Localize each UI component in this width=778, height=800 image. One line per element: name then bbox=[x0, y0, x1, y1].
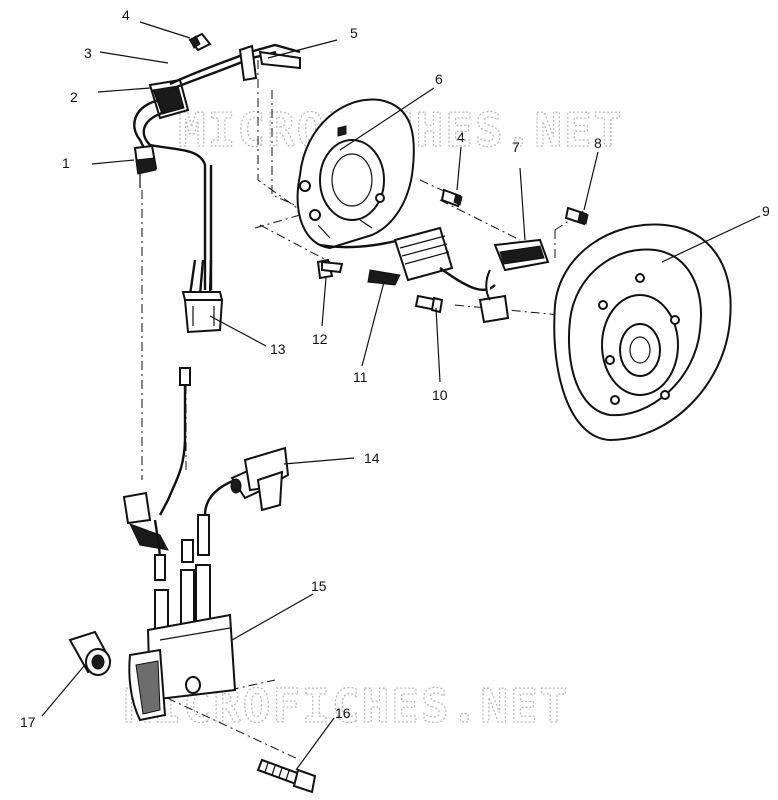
cdi-wiring bbox=[122, 367, 236, 646]
wire-harness-bracket bbox=[148, 32, 301, 120]
cdi-module bbox=[128, 613, 237, 722]
callout-5: 5 bbox=[350, 25, 358, 41]
callout-10: 10 bbox=[432, 387, 448, 403]
callout-16: 16 bbox=[335, 705, 351, 721]
stator-plate bbox=[296, 98, 415, 250]
screw-8 bbox=[564, 206, 589, 226]
callout-4-top: 4 bbox=[122, 7, 130, 23]
flywheel bbox=[553, 223, 732, 442]
callout-17: 17 bbox=[20, 714, 36, 730]
screw-4 bbox=[440, 188, 463, 208]
charging-coil bbox=[319, 226, 496, 292]
callout-6: 6 bbox=[435, 71, 443, 87]
callout-labels: 1 2 3 4 4 5 6 7 8 9 10 11 12 13 14 15 16… bbox=[20, 7, 770, 730]
mounting-bolt bbox=[256, 758, 317, 794]
screw-12 bbox=[316, 258, 344, 280]
spark-plug-cap bbox=[230, 446, 290, 512]
callout-2: 2 bbox=[70, 89, 78, 105]
callout-11: 11 bbox=[353, 369, 368, 385]
leader-lines bbox=[41, 21, 761, 771]
callout-9: 9 bbox=[762, 203, 770, 219]
callout-8: 8 bbox=[594, 135, 602, 151]
callout-4-plate: 4 bbox=[457, 129, 465, 145]
screw-10 bbox=[414, 294, 444, 314]
callout-1: 1 bbox=[62, 155, 70, 171]
callout-13: 13 bbox=[270, 341, 286, 357]
rubber-cap bbox=[68, 630, 112, 676]
callout-12: 12 bbox=[312, 331, 328, 347]
callout-14: 14 bbox=[364, 450, 380, 466]
callout-3: 3 bbox=[84, 45, 92, 61]
connector-plug bbox=[181, 259, 224, 334]
callout-7: 7 bbox=[512, 139, 520, 155]
callout-15: 15 bbox=[311, 578, 327, 594]
pulse-coil bbox=[478, 238, 550, 324]
